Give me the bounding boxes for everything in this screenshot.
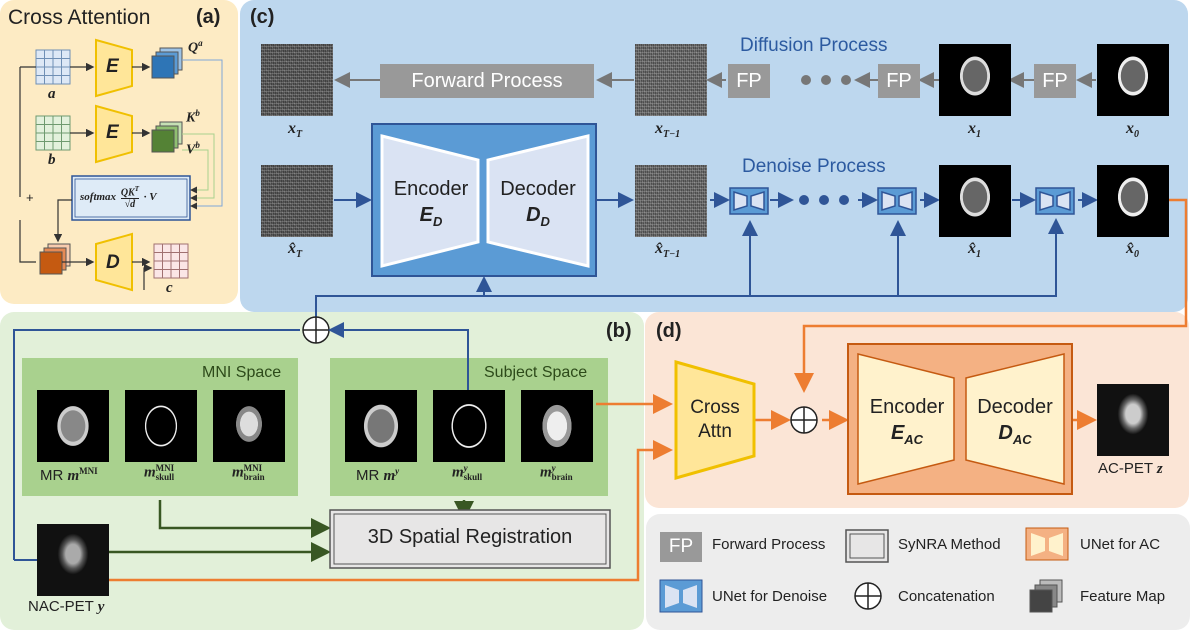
softmax-formula: softmax QKT √d · V (80, 185, 157, 211)
nac-pet-image (37, 524, 109, 596)
noise-image-xT (261, 44, 333, 116)
legend-unet-ac: UNet for AC (1080, 536, 1161, 553)
cross-attn-label: Cross Attn (690, 397, 740, 442)
panel-a-tag: (a) (196, 6, 221, 28)
legend-unet-denoise-icon (659, 579, 703, 613)
grid-b (35, 115, 71, 151)
diffusion-title: Diffusion Process (740, 35, 888, 56)
label-xT: xT (288, 120, 303, 141)
label-xhatT-1: x̂T−1 (655, 240, 681, 261)
legend-feature-map: Feature Map (1080, 588, 1166, 605)
denoise-title: Denoise Process (742, 156, 886, 177)
cross-attn-shape (674, 360, 756, 480)
input-a-label: a (48, 86, 56, 102)
q-label: Qa (188, 38, 203, 56)
encoder-b-label: E (106, 122, 119, 143)
grid-a (35, 49, 71, 85)
noise-image-xT-1 (635, 44, 707, 116)
legend-synra: SyNRA Method (898, 536, 1001, 553)
panel-d-tag: (d) (656, 320, 682, 342)
encoder-a-label: E (106, 56, 119, 77)
panel-b-tag: (b) (606, 320, 632, 342)
v-label: Vb (186, 140, 200, 158)
registration-box (329, 509, 611, 569)
plus-sign: + (26, 190, 34, 205)
encoder-d-label: Encoder ED (393, 178, 469, 229)
feature-map-attn (39, 243, 71, 275)
diffusion-dots (801, 75, 851, 85)
label-x1: x1 (968, 120, 981, 141)
decoder-a-shape (95, 232, 133, 292)
mr-mni-image (37, 390, 109, 462)
output-c-label: c (166, 280, 173, 296)
unet-denoise-small (729, 187, 1075, 215)
ac-pet-label: AC-PET z (1098, 460, 1163, 477)
skull-mni-image (125, 390, 197, 462)
legend-feature-map-icon (1029, 579, 1063, 613)
k-label: Kb (186, 108, 200, 126)
brain-mni-image (213, 390, 285, 462)
panel-c-tag: (c) (250, 6, 275, 28)
legend-forward-process: Forward Process (712, 536, 826, 553)
nac-pet-label: NAC-PET y (28, 598, 105, 615)
legend-unet-denoise: UNet for Denoise (712, 588, 828, 605)
legend-panel (646, 514, 1190, 630)
label-xT-1: xT−1 (655, 120, 681, 141)
ct-image-x1 (939, 44, 1011, 116)
encoder-ac-label: Encoder EAC (869, 396, 945, 447)
mr-y-image (345, 390, 417, 462)
feature-map-kv (151, 121, 183, 153)
legend-concatenation: Concatenation (898, 588, 995, 605)
label-xhat1: x̂1 (968, 240, 981, 261)
decoder-a-label: D (106, 252, 120, 273)
input-b-label: b (48, 152, 56, 168)
legend-fp-swatch (660, 532, 702, 562)
ct-image-x0 (1097, 44, 1169, 116)
label-x0: x0 (1126, 120, 1139, 141)
panel-a-title: Cross Attention (8, 6, 151, 29)
forward-process-box: Forward Process (380, 64, 594, 98)
fp-box-2: FP (878, 64, 920, 98)
mr-y-label: MR my (356, 466, 400, 484)
softmax-box (71, 175, 191, 221)
encoder-a-shape (95, 38, 133, 98)
ct-image-xhat0 (1097, 165, 1169, 237)
mr-mni-label: MR mMNI (40, 466, 98, 484)
noise-image-xhatT (261, 165, 333, 237)
ac-pet-image (1097, 384, 1169, 456)
fp-box-3: FP (1034, 64, 1076, 98)
feature-map-q (151, 47, 183, 79)
subject-space-label: Subject Space (484, 364, 588, 381)
legend-synra-swatch (845, 529, 889, 563)
registration-label: 3D Spatial Registration (367, 526, 573, 548)
label-xhatT: x̂T (288, 240, 303, 261)
ct-image-xhat1 (939, 165, 1011, 237)
grid-c (153, 243, 189, 279)
label-xhat0: x̂0 (1126, 240, 1139, 261)
skull-y-image (433, 390, 505, 462)
legend-fp-swatch-label: FP (668, 536, 694, 557)
mni-space-label: MNI Space (202, 364, 282, 381)
legend-concat-icon (854, 582, 882, 610)
legend-unet-ac-icon (1025, 527, 1069, 561)
fp-box-1: FP (728, 64, 770, 98)
brain-y-image (521, 390, 593, 462)
encoder-b-shape (95, 104, 133, 164)
decoder-ac-label: Decoder DAC (977, 396, 1053, 447)
decoder-d-label: Decoder DD (500, 178, 576, 229)
denoise-dots (799, 195, 849, 205)
noise-image-xhatT-1 (635, 165, 707, 237)
